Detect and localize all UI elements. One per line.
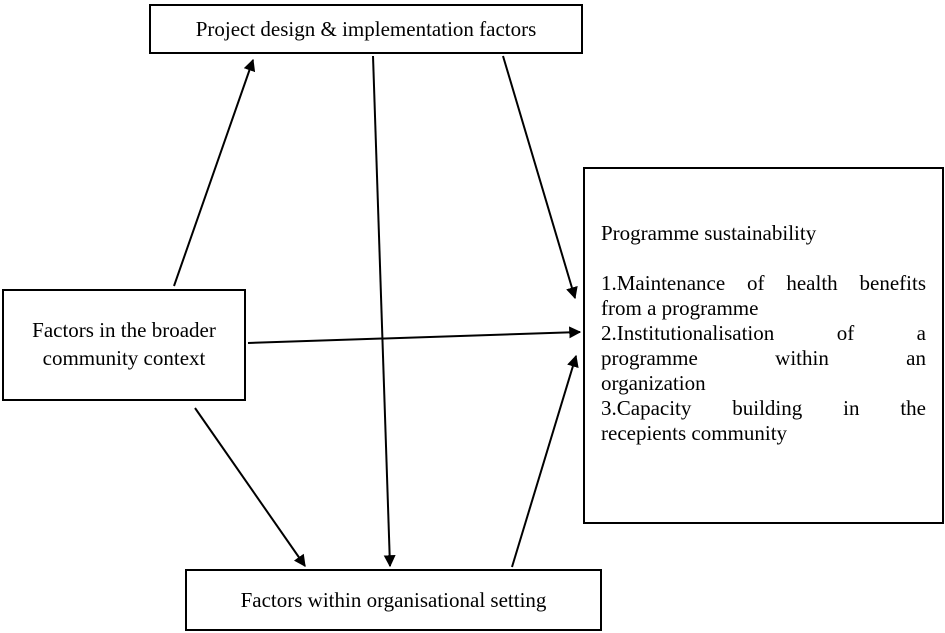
- item-1-line-2: from a programme: [601, 296, 759, 320]
- arrow-community-to-organisational: [194, 407, 306, 567]
- programme-sustainability-box: Programme sustainability 1.Maintenance o…: [583, 167, 944, 524]
- sustainability-title: Programme sustainability: [601, 221, 817, 245]
- broader-community-box: Factors in the broader community context: [2, 289, 246, 401]
- item-3-line-2: recepients community: [601, 421, 788, 445]
- project-design-label: Project design & implementation factors: [195, 16, 537, 41]
- item-2-line-3: organization: [601, 371, 706, 395]
- organisational-setting-box: Factors within organisational setting: [185, 569, 602, 631]
- item-3-line-1: 3.Capacity building in the: [601, 396, 926, 420]
- sustainability-item-2: 2.Institutionalisation of a programme wi…: [601, 321, 926, 396]
- arrow-project-to-sustainability: [502, 55, 578, 300]
- broader-community-line-2: community context: [42, 346, 206, 370]
- item-2-line-2: programme within an: [601, 346, 926, 370]
- organisational-setting-label: Factors within organisational setting: [240, 587, 547, 612]
- sustainability-item-1: 1.Maintenance of health benefits from a …: [601, 271, 926, 321]
- broader-community-label: Factors in the broader community context: [32, 317, 216, 373]
- arrow-organisational-to-sustainability: [511, 354, 579, 568]
- project-design-box: Project design & implementation factors: [149, 4, 583, 54]
- broader-community-line-1: Factors in the broader: [32, 318, 216, 343]
- arrow-community-to-project: [173, 58, 256, 287]
- item-2-line-1: 2.Institutionalisation of a: [601, 321, 926, 345]
- item-1-line-1: 1.Maintenance of health benefits: [601, 271, 926, 295]
- sustainability-item-3: 3.Capacity building in the recepients co…: [601, 396, 926, 446]
- arrow-project-to-organisational: [372, 55, 396, 568]
- arrow-community-to-sustainability: [247, 326, 582, 344]
